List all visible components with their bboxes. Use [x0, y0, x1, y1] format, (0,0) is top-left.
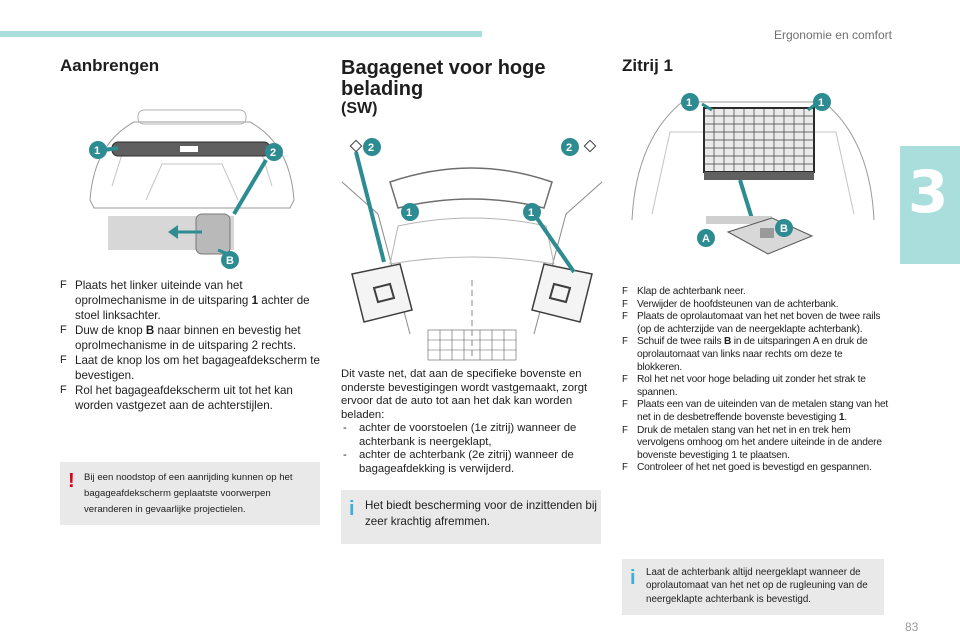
- section-title-zitrij: Zitrij 1: [622, 56, 674, 75]
- page-number: 83: [905, 620, 919, 634]
- top-accent-bar: [0, 31, 482, 37]
- step-item: Verwijder de hoofdsteunen van de achterb…: [622, 299, 890, 312]
- callout-label-a: A: [702, 233, 710, 245]
- step-item: Druk de metalen stang van het net in en …: [622, 425, 890, 463]
- step-item: Plaats een van de uiteinden van de metal…: [622, 399, 890, 424]
- callout-label-2-left: 2: [368, 142, 374, 154]
- callout-label-1: 1: [94, 145, 100, 157]
- warning-text: Bij een noodstop of een aanrijding kunne…: [84, 472, 293, 515]
- step-item: Laat de knop los om het bagageafdekscher…: [60, 353, 322, 383]
- callout-badge-2-left: [363, 138, 381, 156]
- illustration-cargo-net-roof: 2 2 1 1: [341, 138, 603, 361]
- callout-label-1-right: 1: [528, 207, 534, 219]
- step-item: Rol het net voor hoge belading uit zonde…: [622, 374, 890, 399]
- condition-item: achter de voorstoelen (1e zitrij) wannee…: [341, 422, 603, 449]
- info-note-zitrij: i Laat de achterbank altijd neergeklapt …: [622, 559, 884, 615]
- bagagenet-intro: Dit vaste net, dat aan de specifieke bov…: [341, 368, 588, 421]
- step-item: Rol het bagageafdekscherm uit tot het ka…: [60, 383, 322, 413]
- callout-label-2-right: 2: [566, 142, 572, 154]
- condition-item: achter de achterbank (2e zitrij) wanneer…: [341, 449, 603, 476]
- callout-badge-2-right: [561, 138, 579, 156]
- callout-badge-1-left: [401, 203, 419, 221]
- info-icon: i: [349, 498, 355, 520]
- step-item: Controleer of het net goed is bevestigd …: [622, 462, 890, 475]
- section-title-aanbrengen: Aanbrengen: [60, 56, 160, 75]
- callout-badge-2: [265, 143, 283, 161]
- info-text: Het biedt bescherming voor de inzittende…: [365, 499, 598, 528]
- step-item: Schuif de twee rails B in de uitsparinge…: [622, 336, 890, 374]
- info-text: Laat de achterbank altijd neergeklapt wa…: [646, 567, 868, 605]
- step-item: Klap de achterbank neer.: [622, 286, 890, 299]
- illustration-cargo-cover: 1 2 B: [89, 109, 295, 269]
- bagagenet-description: Dit vaste net, dat aan de specifieke bov…: [341, 368, 603, 476]
- info-note-bagagenet: i Het biedt bescherming voor de inzitten…: [341, 490, 601, 544]
- callout-badge-1-left: [681, 93, 699, 111]
- callout-badge-a: [697, 229, 715, 247]
- callout-badge-1-right: [523, 203, 541, 221]
- chapter-tab: [900, 146, 960, 264]
- section-subtitle-sw: (SW): [341, 100, 378, 117]
- callout-label-1-left: 1: [406, 207, 412, 219]
- section-title-bagagenet: Bagagenet voor hoge belading: [341, 57, 546, 100]
- callout-label-2: 2: [270, 147, 276, 159]
- callout-badge-b: [221, 251, 239, 269]
- steps-aanbrengen: Plaats het linker uiteinde van het oprol…: [60, 278, 322, 413]
- info-icon: i: [630, 567, 636, 589]
- chapter-title: Ergonomie en comfort: [773, 28, 892, 42]
- chapter-number: 3: [908, 158, 949, 226]
- callout-label-1-right: 1: [818, 97, 824, 109]
- step-item: Plaats het linker uiteinde van het oprol…: [60, 278, 322, 323]
- steps-zitrij: Klap de achterbank neer. Verwijder de ho…: [622, 286, 890, 475]
- callout-badge-1-right: [813, 93, 831, 111]
- warning-icon: !: [68, 470, 75, 492]
- callout-label-1-left: 1: [686, 97, 692, 109]
- callout-badge-1: [89, 141, 107, 159]
- step-item: Duw de knop B naar binnen en bevestig he…: [60, 323, 322, 353]
- callout-label-b: B: [226, 255, 234, 267]
- bagagenet-conditions: achter de voorstoelen (1e zitrij) wannee…: [341, 422, 603, 476]
- warning-note: ! Bij een noodstop of een aanrijding kun…: [60, 462, 320, 525]
- callout-label-b: B: [780, 223, 788, 235]
- callout-badge-b: [775, 219, 793, 237]
- step-item: Plaats de oprolautomaat van het net bove…: [622, 311, 890, 336]
- illustration-net-row1: 1 1 A B: [631, 93, 875, 255]
